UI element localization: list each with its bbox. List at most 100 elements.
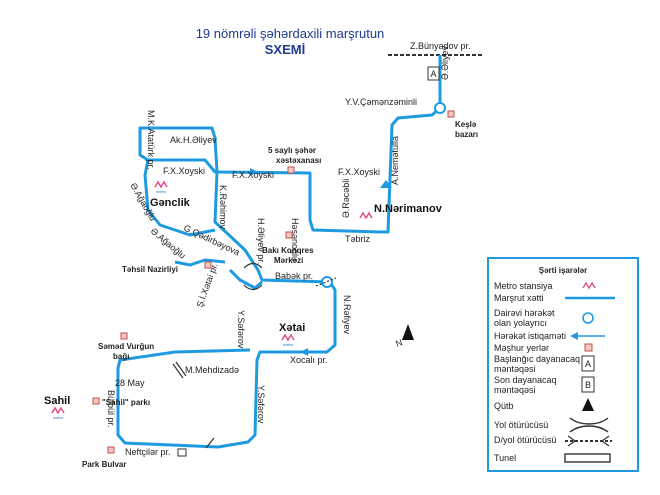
station-sahil-label: Sahil — [44, 395, 70, 407]
metro-icon — [359, 211, 373, 220]
legend-item-label: Qütb — [494, 401, 514, 411]
landmarks: Keşlə bazarı 5 saylı şəhər xəstəxanası B… — [82, 110, 478, 469]
station-nerimanov-label: N.Nərimanov — [374, 203, 443, 215]
start-marker-text: A — [585, 359, 591, 369]
start-marker-icon — [581, 355, 595, 372]
legend-item-label: Hərəkət istiqaməti — [494, 331, 566, 341]
landmark-hospital-2: xəstəxanası — [276, 156, 321, 165]
landmark-tehsil: Təhsil Nazirliyi — [122, 265, 178, 274]
street-e-recebli: Ə.Rəcəbli — [341, 179, 351, 218]
landmark-icon — [120, 332, 128, 340]
bridge-icon — [243, 284, 263, 291]
legend-item-label-2: olan yolayrıcı — [494, 318, 547, 328]
north-arrow: N — [394, 324, 414, 349]
bridge-icon — [243, 262, 263, 269]
metro-icon — [281, 333, 295, 342]
legend-item-label-1: Dairəvi hərəkət — [494, 308, 555, 318]
railbridge-icon — [315, 277, 337, 287]
legend-item-label: D/yol ötürücüsü — [494, 435, 557, 445]
landmark-icon — [107, 446, 115, 454]
map-title: 19 nömrəli şəhərdaxili marşrutun — [196, 26, 385, 41]
street-m-k-ataturk: M.K.Atatürk pr. — [146, 110, 156, 170]
legend-item-label-2: məntəqəsi — [494, 385, 536, 395]
landmark-semed-vurgun-2: bağı — [113, 352, 129, 361]
street-y-seferov-1: Y.Səfərov — [236, 310, 246, 349]
street-28-may: 28 May — [115, 378, 145, 388]
metro-word: metro — [283, 342, 294, 347]
landmark-icon — [287, 166, 295, 174]
arrow-icon — [300, 348, 308, 356]
landmark-icon — [584, 343, 593, 352]
station-genclik-label: Gənclik — [150, 197, 191, 209]
street-k-rehimov: K.Rəhimov — [218, 185, 228, 230]
legend-item-label-2: məntəqəsi — [494, 364, 536, 374]
roundabout-icon — [582, 312, 594, 324]
street-f-x-xoyski-left: F.X.Xoyski — [163, 166, 205, 176]
street-xocali: Xocalı pr. — [290, 355, 328, 365]
landmark-icon — [285, 231, 293, 239]
landmark-hospital-1: 5 saylı şəhər — [268, 146, 316, 155]
legend: Şərti işarələr Metro stansiya Marşrut xə… — [487, 257, 639, 472]
station-xetai: Xətai metro — [279, 322, 305, 347]
street-neftchiler: Neftçilər pr. — [125, 447, 171, 457]
street-f-x-xoyski-right: F.X.Xoyski — [338, 167, 380, 177]
end-marker-text: B — [585, 380, 591, 390]
north-icon — [582, 398, 594, 411]
street-a-nematulla: A.Nemətulla — [390, 136, 400, 185]
street-h-eliyev-pr: H.Əliyev pr. — [256, 218, 266, 264]
north-label: N — [394, 337, 404, 349]
tunnel-icon — [564, 453, 611, 463]
arrow-icon — [250, 168, 258, 176]
start-marker — [427, 66, 440, 81]
bridge-icon — [569, 417, 609, 425]
landmark-sahil-park: "Sahil" parkı — [102, 398, 150, 407]
bridge-icon — [177, 448, 187, 457]
street-ak-h-eliyev: Ak.H.Əliyev — [170, 135, 217, 145]
legend-box — [487, 257, 639, 472]
route-branch — [174, 258, 263, 290]
start-marker-label: A — [430, 69, 436, 79]
landmark-konqres-1: Bakı Konqres — [262, 246, 314, 255]
bridge-icon — [175, 361, 187, 377]
legend-item-label: Metro stansiya — [494, 281, 553, 291]
legend-item-label: Marşrut xətti — [494, 293, 544, 303]
metro-icon — [51, 406, 65, 415]
legend-title: Şərti işarələr — [539, 266, 587, 275]
landmark-kesle-1: Keşlə — [455, 120, 477, 129]
landmark-park-bulvar: Park Bulvar — [82, 460, 126, 469]
metro-icon — [154, 180, 168, 189]
roundabout-circle — [434, 102, 446, 114]
landmark-icon — [447, 110, 455, 118]
metro-word: metro — [53, 415, 64, 420]
arrow-icon — [380, 180, 392, 188]
street-y-v-chemenzeminli: Y.V.Çəmənzəminli — [345, 97, 417, 107]
street-z-bunyadov: Z.Bünyadov pr. — [410, 41, 471, 51]
direction-arrow-icon — [570, 332, 578, 340]
railbridge-arrow-left — [567, 435, 577, 447]
metro-word: metro — [156, 189, 167, 194]
street-hesenoglu: Həsənoğlu — [290, 218, 300, 261]
station-genclik: metro Gənclik — [150, 180, 191, 209]
bridge-icon — [172, 363, 184, 379]
bridge-icon — [569, 425, 609, 433]
station-nerimanov: N.Nərimanov — [359, 203, 443, 220]
landmark-icon — [92, 397, 100, 405]
street-bulbul: Bülbül pr. — [106, 390, 116, 428]
roundabout-circle-2 — [321, 276, 333, 288]
bridge-icon — [205, 437, 215, 449]
legend-item-label-1: Son dayanacaq — [494, 375, 557, 385]
street-e-eliyev: Ə.Əliyev — [440, 45, 450, 80]
landmark-kesle-2: bazarı — [455, 130, 478, 139]
legend-item-label-1: Başlanğıc dayanacaq — [494, 354, 580, 364]
crossings — [172, 262, 337, 449]
station-xetai-label: Xətai — [279, 322, 305, 334]
route-line — [116, 55, 442, 449]
map-subtitle: SXEMİ — [265, 42, 305, 57]
landmark-icon — [204, 261, 212, 269]
direction-arrows — [250, 168, 392, 356]
street-babek: Babək pr. — [275, 271, 313, 281]
street-f-x-xoyski-mid: F.X.Xoyski — [232, 170, 274, 180]
north-arrow-icon — [402, 324, 414, 340]
